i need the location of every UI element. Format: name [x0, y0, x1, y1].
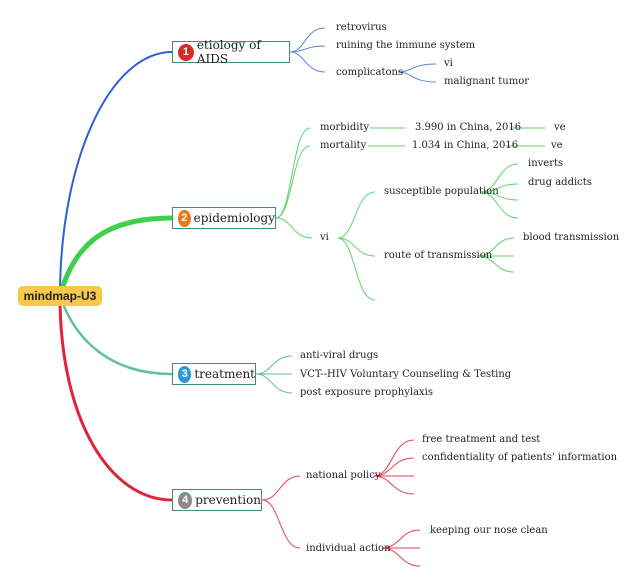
branch-node-etiology[interactable]: 1 etiology of AIDS: [172, 38, 290, 66]
number-badge: 1: [178, 43, 194, 61]
leaf-susceptible-population: susceptible population: [384, 186, 499, 197]
leaf-vct: VCT--HIV Voluntary Counseling & Testing: [300, 369, 512, 380]
leaf-free-treatment: free treatment and test: [422, 434, 541, 445]
number-badge: 3: [178, 365, 192, 383]
branch-node-treatment[interactable]: 3 treatment: [172, 363, 256, 385]
leaf-ruining-immune: ruining the immune system: [336, 40, 476, 51]
leaf-morbidity: morbidity: [320, 122, 370, 133]
branch-label: etiology of AIDS: [196, 38, 261, 66]
leaf-blood-transmission: blood transmission: [523, 232, 620, 243]
leaf-morbidity-unit: ve: [554, 122, 566, 133]
leaf-anti-viral-drugs: anti-viral drugs: [300, 350, 379, 361]
branch-node-epidemiology[interactable]: 2 epidemiology: [172, 207, 276, 229]
leaf-post-exposure-prophylaxis: post exposure prophylaxis: [300, 387, 434, 398]
leaf-malignant-tumor: malignant tumor: [444, 76, 530, 87]
leaf-complications: complicatons: [336, 67, 404, 78]
leaf-retrovirus: retrovirus: [336, 22, 387, 33]
number-badge: 2: [178, 209, 191, 227]
leaf-vi: vi: [444, 58, 453, 69]
leaf-national-policy: national policy: [306, 470, 381, 481]
leaf-mortality: mortality: [320, 140, 367, 151]
branch-node-prevention[interactable]: 4 prevention: [172, 489, 262, 511]
branch-label: treatment: [194, 367, 255, 381]
leaf-drug-addicts: drug addicts: [528, 177, 592, 188]
number-badge: 4: [178, 491, 193, 509]
leaf-morbidity-value: 3.990 in China, 2016: [415, 122, 522, 133]
leaf-keeping-nose-clean: keeping our nose clean: [430, 525, 548, 536]
root-node[interactable]: mindmap-U3: [18, 286, 102, 306]
leaf-mortality-value: 1.034 in China, 2016: [412, 140, 519, 151]
leaf-confidentiality: confidentiality of patients' information: [422, 452, 618, 463]
leaf-route-of-transmission: route of transmission: [384, 250, 493, 261]
leaf-inverts: inverts: [528, 158, 564, 169]
leaf-mortality-unit: ve: [551, 140, 563, 151]
leaf-individual-action: individual action: [306, 543, 391, 554]
branch-label: epidemiology: [193, 211, 275, 225]
branch-label: prevention: [195, 493, 261, 507]
leaf-vi: vi: [320, 232, 329, 243]
